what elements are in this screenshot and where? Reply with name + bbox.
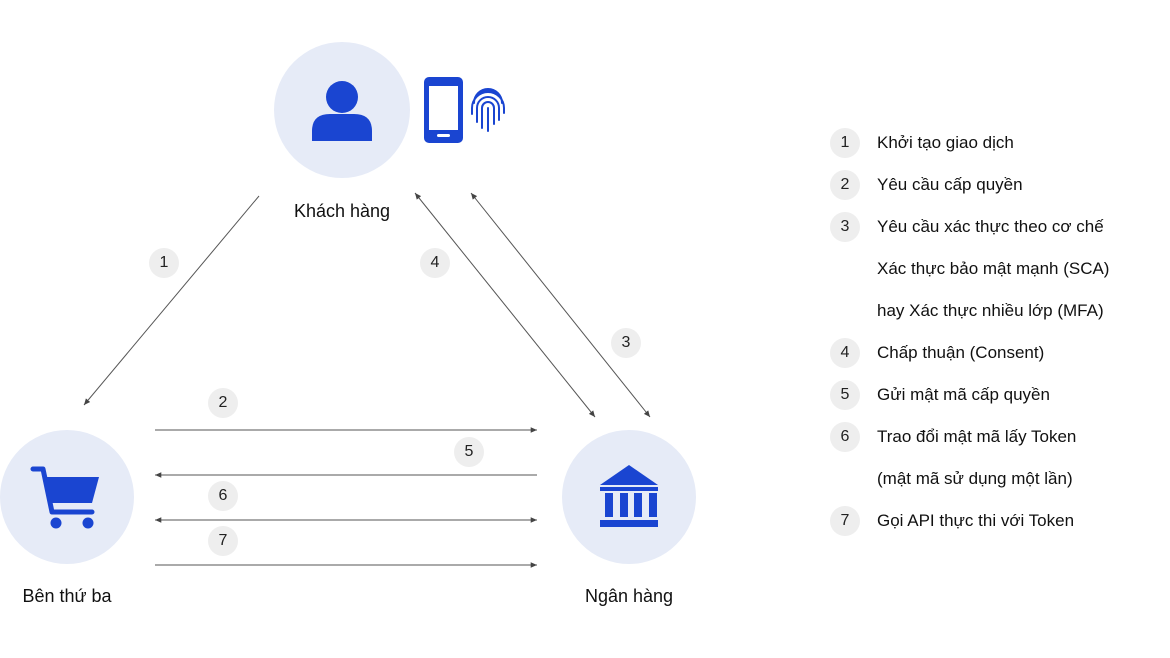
flow-arrow-step-3 bbox=[470, 192, 651, 418]
legend-number: 3 bbox=[830, 212, 860, 242]
legend-text: (mật mã sử dụng một lần) bbox=[877, 469, 1073, 488]
third-party-node bbox=[0, 430, 134, 564]
legend: 1 Khởi tạo giao dịch 2 Yêu cầu cấp quyền… bbox=[830, 122, 1160, 542]
step-badge-1: 1 bbox=[149, 248, 179, 278]
bank-node-circle bbox=[562, 430, 696, 564]
step-badge-6: 6 bbox=[208, 481, 238, 511]
legend-item: 3 Yêu cầu xác thực theo cơ chế bbox=[830, 206, 1160, 248]
legend-text: Gọi API thực thi với Token bbox=[877, 511, 1075, 530]
legend-number: 7 bbox=[830, 506, 860, 536]
legend-number bbox=[830, 254, 860, 284]
legend-number bbox=[830, 296, 860, 326]
third-party-label: Bên thứ ba bbox=[22, 586, 112, 606]
legend-text: Yêu cầu cấp quyền bbox=[877, 175, 1023, 194]
legend-text: Yêu cầu xác thực theo cơ chế bbox=[877, 217, 1104, 236]
step-badge-2: 2 bbox=[208, 388, 238, 418]
bank-label: Ngân hàng bbox=[584, 586, 674, 606]
legend-item: 7 Gọi API thực thi với Token bbox=[830, 500, 1160, 542]
legend-number: 5 bbox=[830, 380, 860, 410]
legend-text: Trao đổi mật mã lấy Token bbox=[877, 427, 1077, 446]
customer-node bbox=[274, 42, 410, 178]
legend-number: 1 bbox=[830, 128, 860, 158]
legend-item: 5 Gửi mật mã cấp quyền bbox=[830, 374, 1160, 416]
legend-item: 1 Khởi tạo giao dịch bbox=[830, 122, 1160, 164]
legend-item: hay Xác thực nhiều lớp (MFA) bbox=[830, 290, 1160, 332]
legend-item: 4 Chấp thuận (Consent) bbox=[830, 332, 1160, 374]
legend-item: Xác thực bảo mật mạnh (SCA) bbox=[830, 248, 1160, 290]
step-badge-5: 5 bbox=[454, 437, 484, 467]
customer-label: Khách hàng bbox=[293, 201, 391, 221]
legend-item: 6 Trao đổi mật mã lấy Token bbox=[830, 416, 1160, 458]
shopping-cart-icon bbox=[30, 466, 99, 529]
legend-item: 2 Yêu cầu cấp quyền bbox=[830, 164, 1160, 206]
legend-number: 6 bbox=[830, 422, 860, 452]
legend-item: (mật mã sử dụng một lần) bbox=[830, 458, 1160, 500]
legend-text: Gửi mật mã cấp quyền bbox=[877, 385, 1050, 404]
step-badge-3: 3 bbox=[611, 328, 641, 358]
bank-icon bbox=[600, 465, 658, 527]
legend-number bbox=[830, 464, 860, 494]
legend-number: 2 bbox=[830, 170, 860, 200]
bank-node bbox=[562, 430, 696, 564]
legend-text: Khởi tạo giao dịch bbox=[877, 133, 1014, 152]
fingerprint-icon bbox=[471, 88, 505, 132]
flow-arrow-step-4 bbox=[414, 192, 596, 418]
legend-number: 4 bbox=[830, 338, 860, 368]
legend-text: hay Xác thực nhiều lớp (MFA) bbox=[877, 301, 1104, 320]
smartphone-icon bbox=[424, 77, 463, 143]
legend-text: Xác thực bảo mật mạnh (SCA) bbox=[877, 259, 1110, 278]
step-badge-4: 4 bbox=[420, 248, 450, 278]
user-icon bbox=[312, 81, 372, 141]
legend-text: Chấp thuận (Consent) bbox=[877, 343, 1045, 362]
step-badge-7: 7 bbox=[208, 526, 238, 556]
flow-arrow-step-1 bbox=[83, 195, 260, 406]
